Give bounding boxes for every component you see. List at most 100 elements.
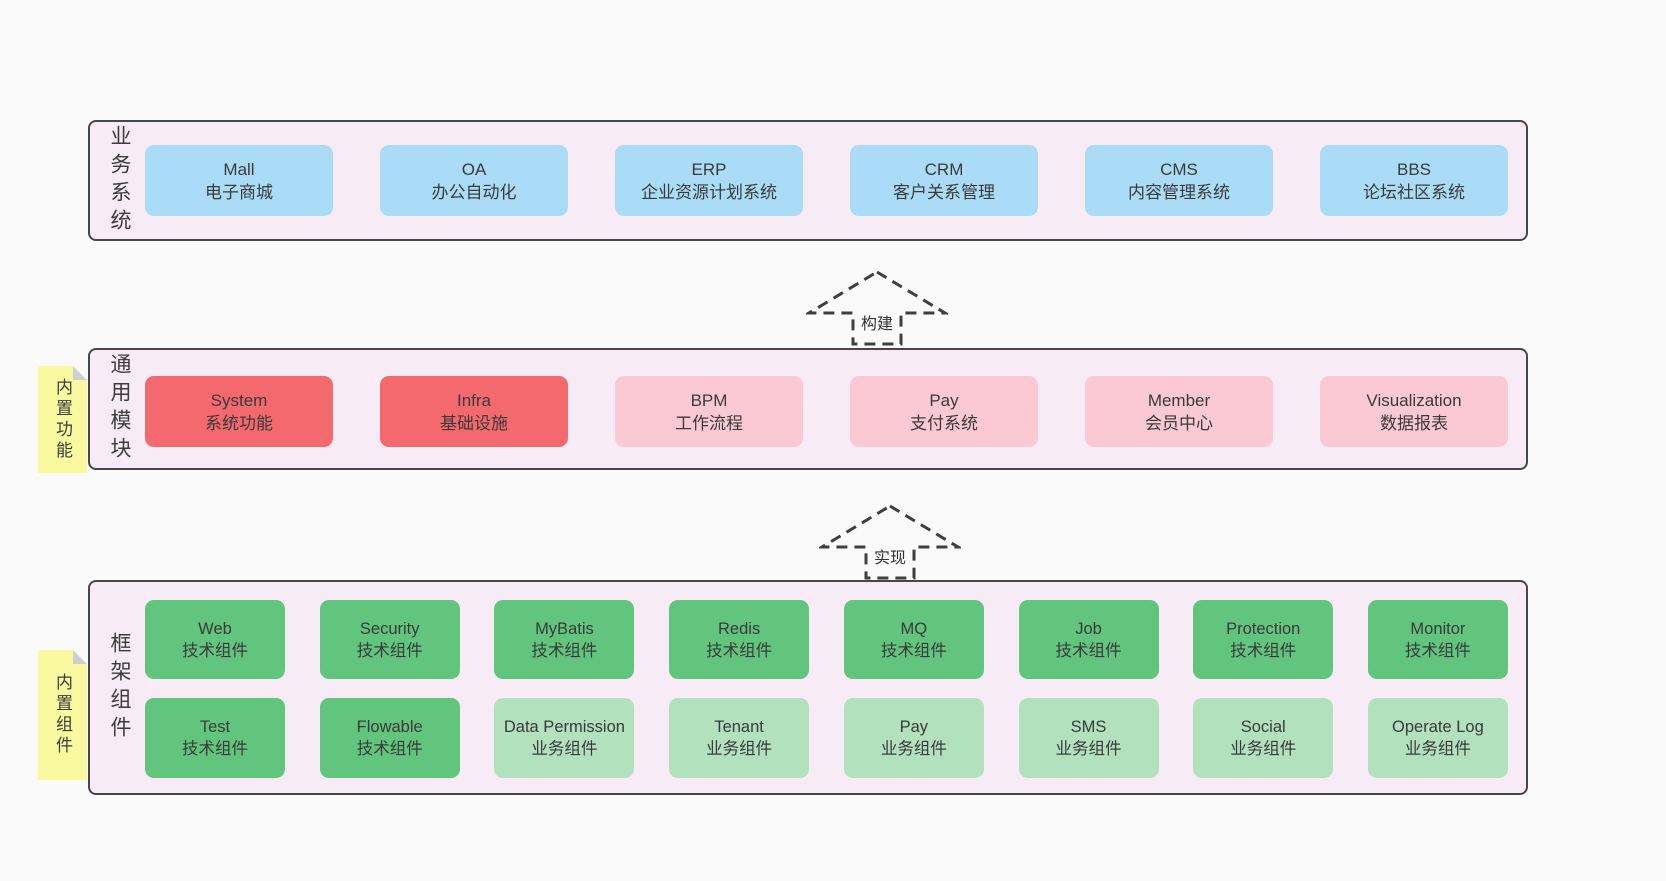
component-box-job: Job 技术组件 [1018, 600, 1159, 679]
sticky-note-built-in-features: 内置功能 [38, 366, 87, 473]
box-title: Test [199, 718, 231, 736]
component-box-social: Social 业务组件 [1193, 698, 1334, 778]
component-box-erp: ERP 企业资源计划系统 [615, 145, 803, 216]
layer-business-systems: 业务系统 Mall 电子商城 OA 办公自动化 ERP 企业资源计划系统 CRM 客户关系管理… [88, 120, 1528, 241]
box-subtitle: 技术组件 [356, 740, 423, 758]
box-title: Operate Log [1392, 718, 1484, 736]
box-subtitle: 电子商城 [205, 182, 273, 202]
component-box-mall: Mall 电子商城 [145, 145, 333, 216]
box-subtitle: 系统功能 [205, 413, 273, 433]
box-subtitle: 技术组件 [1404, 641, 1471, 660]
component-box-test: Test 技术组件 [145, 698, 285, 778]
box-subtitle: 会员中心 [1145, 413, 1213, 433]
box-title: Tenant [714, 718, 764, 736]
sticky-note-built-in-components: 内置组件 [38, 650, 87, 780]
arrow-label: 构建 [856, 309, 898, 335]
component-box-cms: CMS 内容管理系统 [1085, 145, 1273, 216]
component-box-flowable: Flowable 技术组件 [319, 698, 460, 778]
component-box-infra: Infra 基础设施 [380, 376, 568, 447]
box-subtitle: 数据报表 [1380, 413, 1448, 433]
up-arrow-icon: 构建 [806, 269, 948, 347]
component-box-web: Web 技术组件 [145, 600, 285, 679]
box-title: Pay [899, 718, 929, 736]
box-title: CMS [1160, 159, 1198, 179]
box-title: Pay [929, 390, 959, 410]
box-subtitle: 办公自动化 [431, 182, 517, 202]
component-box-redis: Redis 技术组件 [669, 600, 810, 679]
component-box-tenant: Tenant 业务组件 [669, 698, 810, 778]
box-title: MQ [900, 619, 928, 638]
component-box-pay: Pay 支付系统 [850, 376, 1038, 447]
box-title: Social [1240, 718, 1286, 736]
box-title: Protection [1226, 619, 1301, 638]
note-fold-corner [73, 366, 87, 380]
box-title: Data Permission [503, 718, 625, 736]
component-box-monitor: Monitor 技术组件 [1367, 600, 1508, 679]
component-box-mybatis: MyBatis 技术组件 [494, 600, 635, 679]
box-title: ERP [691, 159, 727, 179]
box-title: BBS [1396, 159, 1432, 179]
box-title: System [210, 390, 268, 410]
component-box-system: System 系统功能 [145, 376, 333, 447]
box-subtitle: 基础设施 [440, 413, 508, 433]
box-subtitle: 业务组件 [1055, 740, 1122, 758]
box-title: Infra [456, 390, 492, 410]
box-subtitle: 论坛社区系统 [1363, 182, 1465, 202]
component-box-visualization: Visualization 数据报表 [1320, 376, 1508, 447]
box-subtitle: 工作流程 [675, 413, 743, 433]
box-title: MyBatis [535, 619, 594, 638]
layer-label: 通用模块 [108, 353, 131, 465]
note-fold-corner [73, 650, 87, 664]
box-subtitle: 技术组件 [1055, 641, 1122, 660]
component-box-operate-log: Operate Log 业务组件 [1367, 698, 1508, 778]
arrow-label: 实现 [869, 543, 911, 569]
box-title: CRM [924, 159, 964, 179]
box-subtitle: 客户关系管理 [893, 182, 995, 202]
box-title: OA [461, 159, 487, 179]
component-box-crm: CRM 客户关系管理 [850, 145, 1038, 216]
box-subtitle: 技术组件 [1230, 641, 1297, 660]
component-box-data-permission: Data Permission 业务组件 [494, 698, 635, 778]
business-box-row: Mall 电子商城 OA 办公自动化 ERP 企业资源计划系统 CRM 客户关系管理 CMS 内容… [145, 145, 1508, 216]
box-title: Web [198, 619, 232, 638]
box-title: Flowable [356, 718, 423, 736]
note-text: 内置功能 [53, 377, 72, 462]
box-title: Mall [223, 159, 255, 179]
box-subtitle: 技术组件 [182, 641, 248, 660]
component-box-oa: OA 办公自动化 [380, 145, 568, 216]
box-subtitle: 业务组件 [706, 740, 773, 758]
box-title: Redis [718, 619, 761, 638]
layer-label: 业务系统 [108, 124, 131, 237]
layer-label: 框架组件 [108, 631, 131, 744]
box-subtitle: 业务组件 [1230, 740, 1297, 758]
note-text: 内置组件 [53, 673, 72, 757]
box-title: Member [1147, 390, 1211, 410]
box-subtitle: 内容管理系统 [1128, 182, 1230, 202]
component-box-security: Security 技术组件 [319, 600, 460, 679]
box-title: Job [1075, 619, 1102, 638]
box-subtitle: 技术组件 [356, 641, 423, 660]
component-box-bbs: BBS 论坛社区系统 [1320, 145, 1508, 216]
box-subtitle: 技术组件 [880, 641, 947, 660]
component-box-member: Member 会员中心 [1085, 376, 1273, 447]
box-subtitle: 业务组件 [531, 740, 598, 758]
box-subtitle: 技术组件 [531, 641, 598, 660]
box-subtitle: 企业资源计划系统 [641, 182, 777, 202]
box-title: Visualization [1366, 390, 1462, 410]
box-subtitle: 支付系统 [910, 413, 978, 433]
box-subtitle: 技术组件 [182, 740, 248, 758]
up-arrow-icon: 实现 [819, 503, 961, 581]
box-title: Security [359, 619, 420, 638]
box-title: Monitor [1410, 619, 1466, 638]
box-subtitle: 技术组件 [706, 641, 773, 660]
box-subtitle: 业务组件 [1404, 740, 1471, 758]
